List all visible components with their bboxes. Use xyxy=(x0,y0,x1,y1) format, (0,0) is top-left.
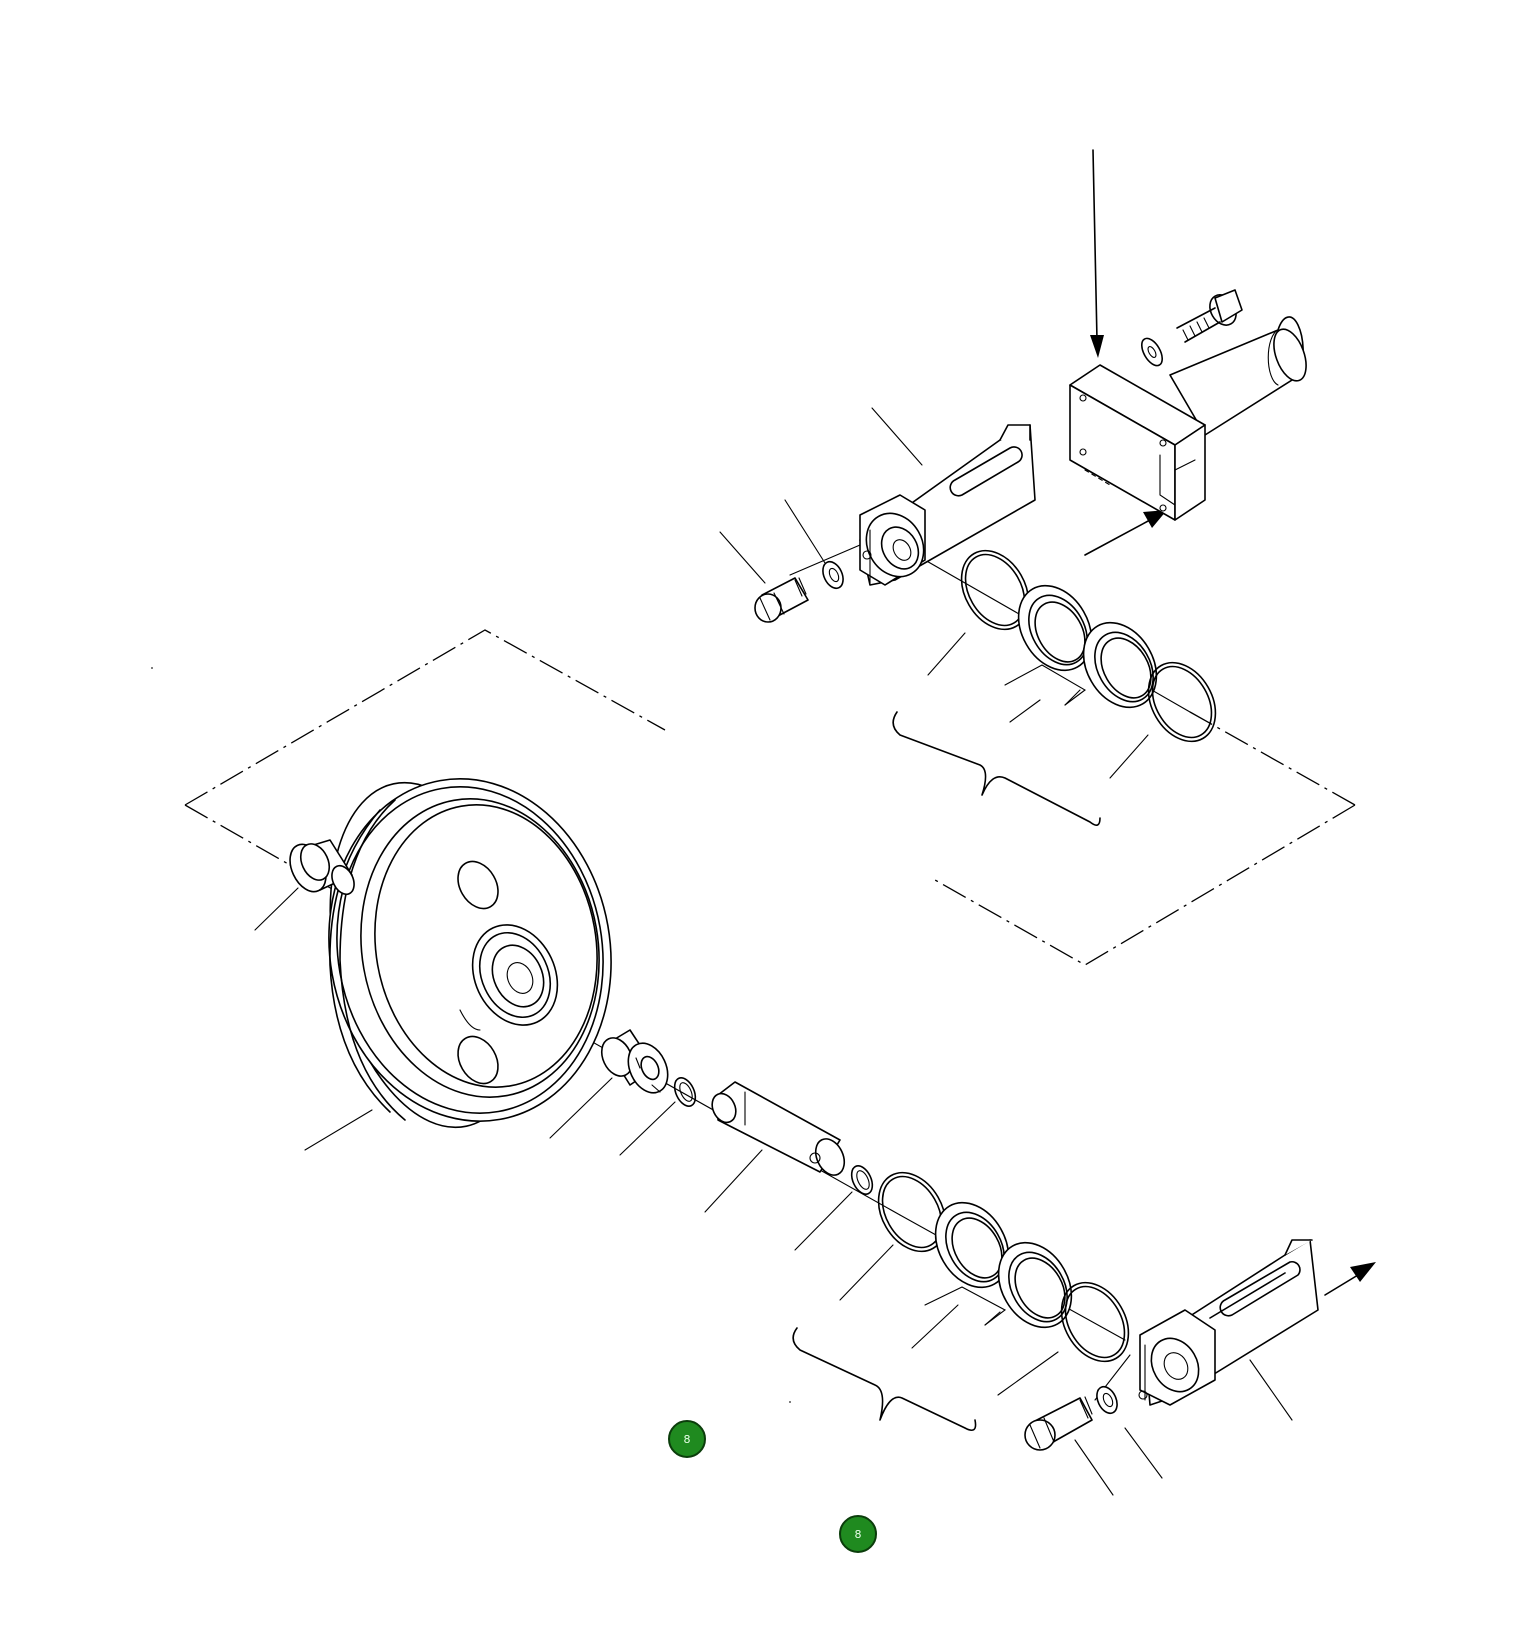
floating-seal-lower-1-icon xyxy=(934,1201,1010,1289)
bearing-housing-lower-icon xyxy=(1138,1239,1319,1406)
bearing-housing-upper-icon xyxy=(859,424,1036,586)
floating-seal-upper-1-icon xyxy=(1017,584,1093,672)
idler-wheel-icon xyxy=(328,778,612,1129)
o-ring-lower-1-icon xyxy=(877,1171,947,1253)
leader-lines xyxy=(254,407,1293,1496)
arrow-out-lower-housing xyxy=(1324,1262,1376,1296)
callout-hotspot[interactable]: 8 xyxy=(839,1515,877,1553)
floating-seal-lower-2-icon xyxy=(997,1241,1073,1329)
idler-shaft-icon xyxy=(711,1081,846,1176)
snap-ring-1-icon xyxy=(673,1077,697,1107)
o-ring-lower-2-icon xyxy=(1060,1281,1130,1363)
callout-hotspot[interactable]: 8 xyxy=(668,1420,706,1458)
snap-ring-2-icon xyxy=(850,1165,874,1195)
collar-icon xyxy=(600,1029,669,1094)
washer-lower-icon xyxy=(1096,1385,1118,1415)
o-ring-upper-2-icon xyxy=(1147,661,1217,743)
floating-seal-upper-2-icon xyxy=(1082,621,1158,709)
bolt-upper-icon xyxy=(754,577,809,623)
o-ring-upper-1-icon xyxy=(960,549,1030,631)
bushing-icon xyxy=(289,839,355,896)
stray-dot xyxy=(151,667,153,669)
cylinder-bolt-icon xyxy=(1140,289,1243,367)
arrow-to-cylinder xyxy=(1090,149,1104,358)
stray-dot xyxy=(789,1401,791,1403)
washer-upper-icon xyxy=(822,560,844,590)
callout-label: 8 xyxy=(854,1527,862,1541)
seal-group-brace-lower xyxy=(792,1286,1007,1431)
assembly-outline-upper xyxy=(184,629,1356,966)
seal-group-brace-upper xyxy=(892,664,1101,826)
callout-label: 8 xyxy=(683,1432,691,1446)
bolt-lower-icon xyxy=(1024,1396,1093,1451)
tension-cylinder-block-icon xyxy=(1069,316,1307,521)
arrow-into-block xyxy=(1084,510,1167,556)
